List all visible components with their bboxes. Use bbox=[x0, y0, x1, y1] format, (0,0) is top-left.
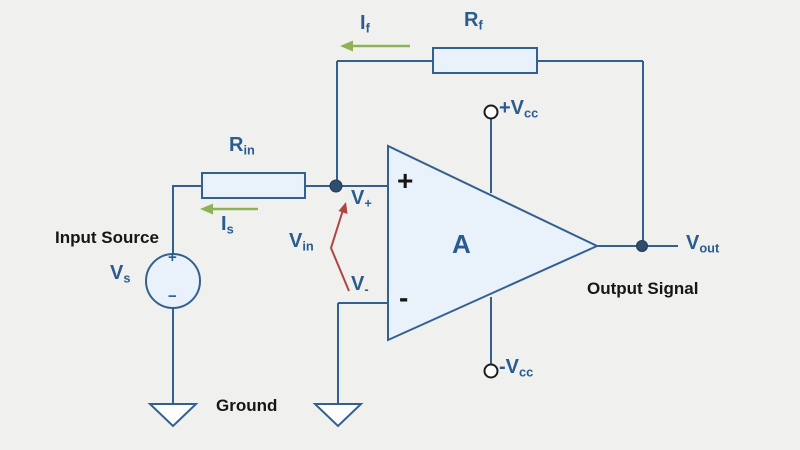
source-minus-mark: − bbox=[168, 288, 177, 305]
opamp-plus-input-mark: + bbox=[397, 165, 414, 196]
voltage-source-vs bbox=[145, 253, 201, 309]
annotation-input-source: Input Source bbox=[55, 228, 159, 247]
label-v-plus: V+ bbox=[351, 187, 372, 211]
resistor-rin bbox=[201, 172, 306, 199]
current-is-arrow bbox=[200, 203, 258, 215]
source-plus-mark: + bbox=[168, 249, 177, 266]
label-vcc-pos: +Vcc bbox=[499, 97, 539, 121]
resistor-rf bbox=[432, 47, 538, 74]
label-vs: Vs bbox=[110, 262, 131, 286]
label-if: If bbox=[360, 12, 370, 36]
ground-symbol-right bbox=[312, 403, 364, 428]
annotation-output-signal: Output Signal bbox=[587, 279, 699, 298]
label-gain-a: A bbox=[452, 229, 471, 259]
label-vout: Vout bbox=[686, 232, 720, 256]
input-node-dot bbox=[329, 179, 343, 193]
annotation-ground: Ground bbox=[216, 396, 278, 415]
label-vin: Vin bbox=[289, 230, 314, 254]
current-if-arrow bbox=[340, 40, 410, 52]
label-v-minus: V- bbox=[351, 273, 369, 297]
label-is: Is bbox=[221, 213, 234, 237]
label-rin: Rin bbox=[229, 134, 255, 158]
vcc-neg-terminal bbox=[483, 363, 499, 379]
output-node-dot bbox=[636, 240, 648, 252]
vin-arrow bbox=[329, 202, 350, 292]
opamp-triangle bbox=[387, 144, 600, 342]
vcc-pos-terminal bbox=[483, 104, 499, 120]
ground-symbol-left bbox=[147, 403, 199, 428]
label-vcc-neg: -Vcc bbox=[499, 356, 534, 380]
opamp-minus-input-mark: - bbox=[399, 282, 409, 313]
label-rf: Rf bbox=[464, 9, 483, 33]
